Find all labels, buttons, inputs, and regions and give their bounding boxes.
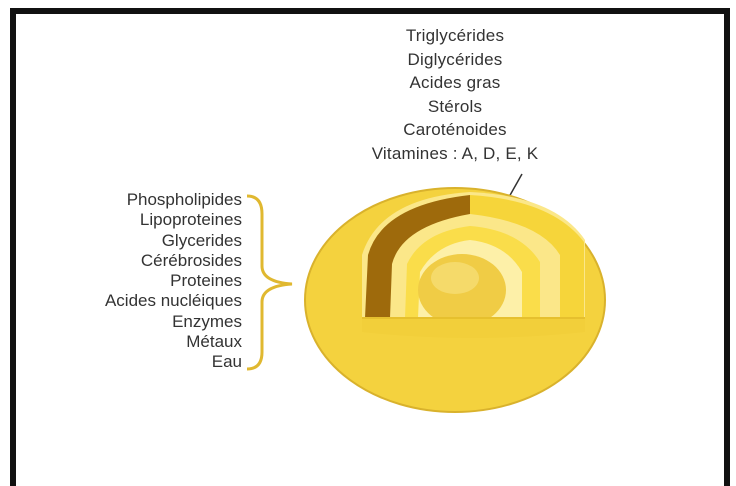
core-highlight — [431, 262, 479, 294]
left-bracket — [247, 196, 292, 369]
pointer-line — [509, 174, 522, 197]
